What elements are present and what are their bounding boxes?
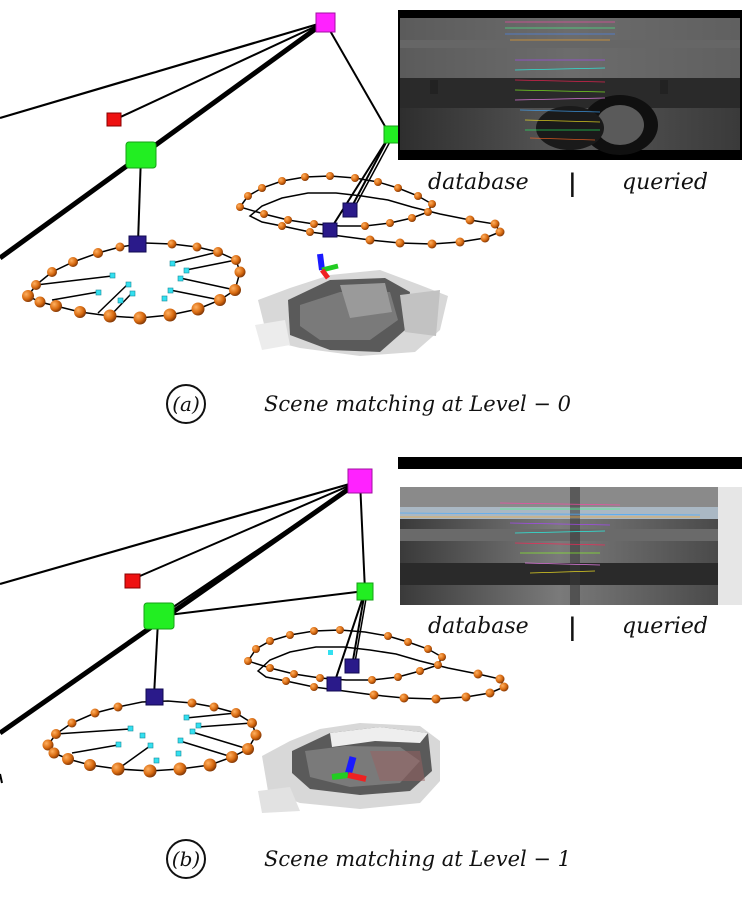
- blue-node-left: [145, 688, 164, 706]
- panel-tag-a: (a): [166, 384, 206, 424]
- blue-node-right-2: [322, 222, 338, 238]
- graph-edge: [349, 134, 391, 211]
- label-divider: |: [568, 168, 577, 197]
- green-node-right: [356, 582, 374, 601]
- graph-edge: [359, 480, 366, 592]
- panel-a-scene-matching-level-0: database | queried (a) Scene matching at…: [0, 0, 753, 451]
- blue-node-right-1: [344, 658, 360, 674]
- blue-node-right-1: [342, 202, 358, 218]
- feature-point: [328, 650, 333, 655]
- label-queried: queried: [622, 614, 708, 639]
- image-inset-b: [398, 457, 742, 609]
- blue-node-right-2: [326, 676, 342, 692]
- graph-edge: [159, 590, 366, 617]
- graph-edge: [324, 21, 391, 136]
- graph-edge: [137, 154, 142, 244]
- graph-edge: [0, 773, 3, 784]
- axes-gizmo: [331, 756, 367, 782]
- point-cloud-vehicle: [258, 723, 440, 813]
- graph-edge: [0, 20, 326, 120]
- graph-edge: [333, 590, 366, 685]
- ring-spheres-right: [236, 172, 505, 249]
- graph-edge: [113, 21, 326, 121]
- feature-points-left: [115, 714, 202, 764]
- ring-edges-left: [55, 712, 253, 770]
- graph-edge: [351, 590, 366, 667]
- label-database: database: [428, 614, 529, 639]
- graph-edge: [159, 480, 361, 617]
- panel-caption-b: Scene matching at Level − 1: [264, 847, 572, 871]
- panel-tag-b: (b): [166, 839, 206, 879]
- label-divider: |: [568, 612, 577, 641]
- feature-points-left: [95, 260, 190, 304]
- pose-graph-a: [0, 10, 742, 356]
- red-node: [106, 112, 122, 127]
- blue-node-left: [128, 235, 147, 253]
- label-database: database: [428, 170, 529, 195]
- top-node-magenta: [347, 468, 373, 494]
- ring-spheres-left: [42, 698, 262, 778]
- point-cloud-vehicle: [255, 270, 448, 356]
- label-queried: queried: [622, 170, 708, 195]
- green-node-left: [125, 141, 157, 169]
- image-inset-a: [398, 10, 742, 160]
- graph-edge: [351, 137, 393, 213]
- graph-edge: [0, 479, 361, 586]
- graph-edge: [329, 134, 391, 231]
- graph-edge: [132, 480, 361, 580]
- red-node: [124, 573, 141, 589]
- keyframe-ring-right: [246, 629, 506, 700]
- axes-gizmo: [317, 253, 339, 280]
- graph-edge: [353, 592, 368, 669]
- panel-b-scene-matching-level-1: database | queried (b) Scene matching at…: [0, 451, 753, 902]
- ring-spheres-right: [244, 626, 509, 704]
- graph-edge-thick: [0, 19, 327, 261]
- ring-spheres-left: [22, 239, 246, 325]
- keyframe-ring-left: [26, 242, 241, 319]
- green-node-left: [143, 602, 175, 630]
- green-node-right: [383, 125, 401, 144]
- top-node-magenta: [315, 12, 336, 33]
- graph-edge-thick: [0, 478, 362, 736]
- pose-graph-b: [0, 457, 742, 813]
- keyframe-ring-left: [47, 700, 257, 772]
- graph-edge: [153, 620, 159, 697]
- panel-caption-a: Scene matching at Level − 0: [264, 392, 572, 416]
